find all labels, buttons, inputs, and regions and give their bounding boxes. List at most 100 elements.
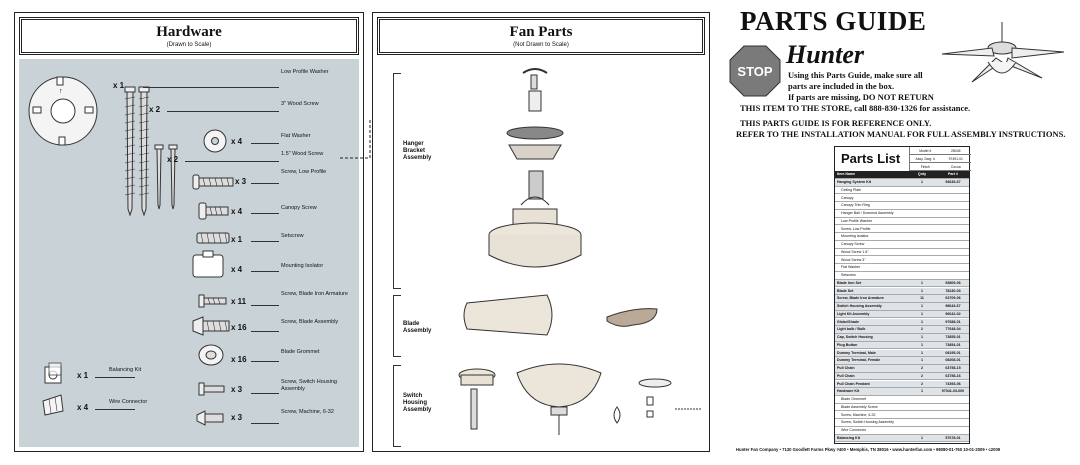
parts-list-row: Flat Washer xyxy=(835,264,969,272)
parts-list-meta: Model #28045 Assy. Dwg. #97491-01 Finish… xyxy=(909,147,971,171)
parts-list-row: Canopy Trim Ring xyxy=(835,202,969,210)
parts-list-cell-part xyxy=(937,419,969,426)
fan-parts-body: Hanger Bracket Assembly Blade Assembly S… xyxy=(377,59,705,447)
hardware-panel: Hardware (Drawn to Scale) ↑ xyxy=(14,12,364,452)
parts-list-cell-qty: 1 xyxy=(921,304,923,308)
parts-list-row: Screw, Switch Housing Assembly xyxy=(835,419,969,427)
parts-list-cell-qty xyxy=(907,187,937,194)
bracket-switch xyxy=(393,365,401,447)
parts-list-cell-part: 93809-06 xyxy=(945,280,961,285)
note-line-1: Using this Parts Guide, make sure all xyxy=(788,70,923,80)
parts-list-cell-part xyxy=(937,226,969,233)
qty-blade-grommet: x 16 xyxy=(231,355,247,364)
leader-line xyxy=(251,393,279,394)
bulb-icon xyxy=(613,406,621,424)
leader-line xyxy=(95,409,135,410)
parts-list-cell-part: 57678-01 xyxy=(945,435,961,440)
parts-list-cell-name: Light Kit Assembly xyxy=(837,311,870,316)
parts-list-cell-qty xyxy=(907,264,937,271)
label-wood-screw-3in: 3" Wood Screw xyxy=(281,101,319,107)
parts-list-cell-name: Setscrew xyxy=(841,273,856,277)
parts-list-table: Parts List Model #28045 Assy. Dwg. #9749… xyxy=(834,146,971,444)
blade-iron-icon xyxy=(606,308,658,327)
label-screw-switch-housing: Screw, Switch Housing Assembly xyxy=(281,379,337,392)
parts-list-cell-name: Pull Chain xyxy=(837,366,855,370)
meta-row: Assy. Dwg. #97491-01 xyxy=(909,155,971,163)
qty-wood-screw-1-5in: x 2 xyxy=(167,155,179,164)
wood-screw-3in-icon xyxy=(124,86,136,217)
parts-list-cell-qty: 1 xyxy=(921,288,923,293)
parts-list-cell-qty xyxy=(907,419,937,426)
label-mounting-isolator: Mounting Isolator xyxy=(281,263,324,269)
fan-parts-panel: Fan Parts (Not Drawn to Scale) Hanger Br… xyxy=(372,12,710,452)
stop-sign-icon: STOP xyxy=(729,45,781,97)
leader-line xyxy=(251,183,279,184)
parts-list-cell-name: Screw, Machine, 6-32 xyxy=(841,412,876,417)
fan-parts-illustrations xyxy=(458,68,701,435)
blade-grommet-icon xyxy=(198,344,224,366)
parts-list-cell-part: 97688-01 xyxy=(945,319,961,324)
label-flat-washer: Flat Washer xyxy=(281,133,311,139)
parts-list-row: Setscrew xyxy=(835,272,969,280)
parts-list-cell-part: 77648-04 xyxy=(945,327,961,332)
parts-list-cell-qty xyxy=(907,241,937,248)
fan-parts-subtitle: (Not Drawn to Scale) xyxy=(513,42,569,48)
parts-list-cell-name: Canopy xyxy=(841,195,854,200)
leader-line xyxy=(167,111,279,112)
parts-list-cell-part xyxy=(937,218,969,225)
footer-text: Hunter Fan Company • 7130 Goodlett Farms… xyxy=(736,447,1001,452)
qty-setscrew: x 1 xyxy=(231,235,243,244)
section-switch-housing: Switch Housing Assembly xyxy=(403,393,432,413)
qty-screw-blade-assembly: x 16 xyxy=(231,323,247,332)
parts-list-row: Globe/Shade 1 97688-01 xyxy=(835,318,969,327)
parts-list-cell-qty: 1 xyxy=(921,319,923,324)
parts-list-cell-name: Canopy Trim Ring xyxy=(841,203,870,208)
parts-list-cell-qty: 11 xyxy=(920,296,924,301)
svg-text:↑: ↑ xyxy=(59,88,63,95)
mounting-isolator-icon xyxy=(192,250,224,278)
parts-list-cell-name: Wood Screw 1.5" xyxy=(841,249,869,254)
parts-list-cell-qty xyxy=(907,427,937,434)
switch-housing-icon xyxy=(458,368,496,430)
parts-list-cell-part xyxy=(937,210,969,217)
meta-row: Model #28045 xyxy=(909,147,971,155)
parts-list-cell-part: 08195-01 xyxy=(945,350,961,355)
brand-logo: Hunter xyxy=(786,40,865,69)
parts-list-cell-name: Blade Iron Set xyxy=(837,280,862,285)
hanger-ball-icon xyxy=(522,68,548,112)
parts-list-cell-qty: 2 xyxy=(921,327,923,332)
parts-list-cell-name: Mounting Isolator xyxy=(841,234,869,239)
parts-list-cell-name: Cap, Switch Housing xyxy=(837,335,873,339)
parts-list-cell-part xyxy=(937,187,969,194)
fan-parts-title: Fan Parts xyxy=(509,24,573,40)
hardware-header: Hardware (Drawn to Scale) xyxy=(19,17,359,55)
hardware-illustrations: ↑ xyxy=(28,76,234,426)
parts-list-cell-part: 78230-03 xyxy=(945,288,961,293)
parts-list-cell-part xyxy=(937,241,969,248)
section-blade-assembly: Blade Assembly xyxy=(403,321,432,334)
parts-list-cell-qty xyxy=(907,412,937,419)
parts-list-cell-name: Hanger Ball / Downrod Assembly xyxy=(841,211,894,215)
parts-list-row: Canopy xyxy=(835,195,969,203)
qty-low-profile-washer: x 1 xyxy=(113,81,125,90)
parts-list-cell-qty: 1 xyxy=(921,435,923,440)
parts-list-cell-part xyxy=(937,272,969,279)
parts-list-cell-name: Pull Chain Pendant xyxy=(837,381,870,386)
label-canopy-screw: Canopy Screw xyxy=(281,205,317,211)
parts-list-cell-part xyxy=(937,396,969,403)
parts-list-cell-name: Dummy Terminal, Male xyxy=(837,350,876,355)
parts-list-cell-part xyxy=(937,257,969,264)
parts-list-cell-name: Globe/Shade xyxy=(837,319,859,324)
parts-guide-title: PARTS GUIDE xyxy=(740,6,927,36)
parts-list-cell-part: 63758-16 xyxy=(945,373,961,378)
parts-list-cell-name: Screw, Blade Iron Armature xyxy=(837,296,884,301)
globe-icon xyxy=(516,363,602,435)
note-line-2: parts are included in the box. xyxy=(788,81,895,91)
leader-line xyxy=(251,213,279,214)
parts-list-cell-part: 63709-06 xyxy=(945,296,961,301)
hardware-body: ↑ xyxy=(19,59,359,447)
